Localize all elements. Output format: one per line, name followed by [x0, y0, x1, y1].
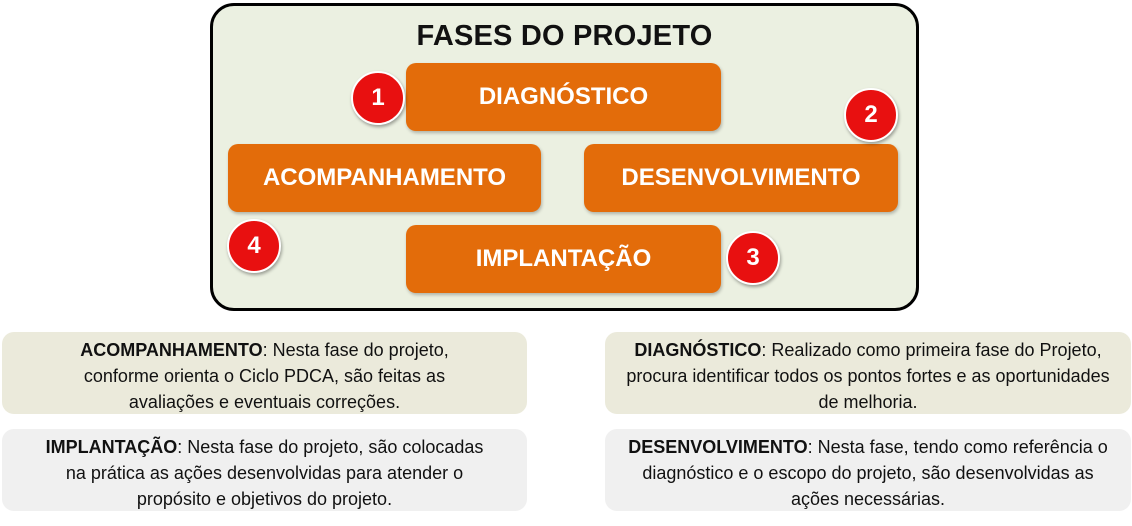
phase-implantacao-label: IMPLANTAÇÃO — [475, 245, 652, 272]
phase-number-1: 1 — [351, 71, 405, 125]
phase-number-4: 4 — [227, 219, 281, 273]
description-implantacao-term: IMPLANTAÇÃO — [45, 437, 178, 457]
phase-implantacao: IMPLANTAÇÃO — [406, 225, 721, 293]
description-diagnostico-term: DIAGNÓSTICO — [634, 340, 762, 360]
description-acompanhamento-term: ACOMPANHAMENTO — [80, 340, 263, 360]
description-acompanhamento-text: : Nesta fase do projeto, conforme orient… — [83, 340, 449, 412]
phase-number-3: 3 — [726, 231, 780, 285]
description-diagnostico: DIAGNÓSTICO: Realizado como primeira fas… — [605, 332, 1131, 414]
description-desenvolvimento-term: DESENVOLVIMENTO — [628, 437, 808, 457]
phase-acompanhamento-label: ACOMPANHAMENTO — [262, 164, 507, 191]
phase-diagnostico-label: DIAGNÓSTICO — [478, 83, 649, 110]
description-desenvolvimento-text: : Nesta fase, tendo como referência o di… — [642, 437, 1108, 509]
description-diagnostico-text: : Realizado como primeira fase do Projet… — [626, 340, 1110, 412]
panel-title: FASES DO PROJETO — [416, 20, 713, 52]
phase-number-2: 2 — [844, 88, 898, 142]
phase-diagnostico: DIAGNÓSTICO — [406, 63, 721, 131]
phase-desenvolvimento-label: DESENVOLVIMENTO — [621, 164, 861, 191]
description-implantacao-text: : Nesta fase do projeto, são colocadas n… — [65, 437, 484, 509]
description-implantacao: IMPLANTAÇÃO: Nesta fase do projeto, são … — [2, 429, 527, 511]
phase-acompanhamento: ACOMPANHAMENTO — [228, 144, 541, 212]
description-acompanhamento: ACOMPANHAMENTO: Nesta fase do projeto, c… — [2, 332, 527, 414]
description-desenvolvimento: DESENVOLVIMENTO: Nesta fase, tendo como … — [605, 429, 1131, 511]
phase-desenvolvimento: DESENVOLVIMENTO — [584, 144, 898, 212]
